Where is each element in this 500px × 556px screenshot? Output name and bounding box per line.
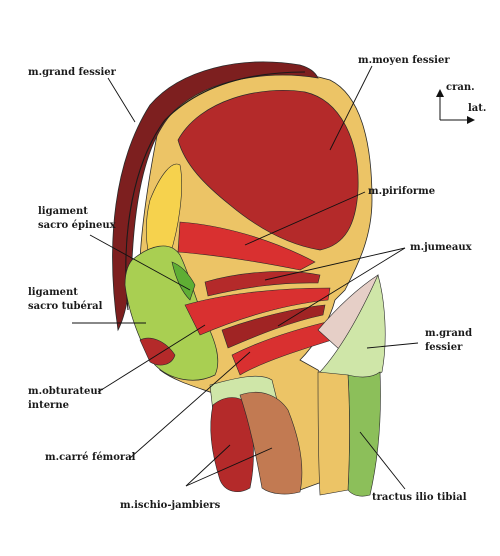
label-sacro-tuberal-line2: sacro tubéral	[28, 301, 103, 312]
iliotibial-tract	[347, 371, 381, 497]
label-obturateur-line1: m.obturateur	[28, 386, 104, 397]
piriformis-muscle	[177, 221, 316, 271]
leader-grand-fessier	[107, 77, 136, 123]
label-moyen-fessier: m.moyen fessier	[358, 55, 450, 66]
hamstring-muscle-lateral	[239, 391, 303, 495]
gemellus-inferior-muscle	[221, 304, 326, 349]
label-sacro-tuberal-line1: ligament	[28, 287, 78, 298]
leader-grand-fessier-right	[366, 342, 419, 349]
leader-carre-femoral	[129, 351, 251, 459]
leader-tractus	[359, 431, 406, 490]
label-grand-fessier-right-line1: m.grand	[425, 328, 472, 339]
gluteus-medius-muscle	[177, 89, 359, 251]
label-jumeaux: m.jumeaux	[410, 242, 473, 253]
sacrospinous-ligament	[171, 261, 196, 301]
gluteus-maximus-fiber-line	[125, 71, 306, 311]
label-grand-fessier: m.grand fessier	[28, 67, 117, 78]
gemellus-superior-muscle	[204, 271, 321, 297]
label-sacro-epineux-line2: sacro épineux	[38, 220, 117, 231]
leader-sacro-epineux	[89, 234, 191, 291]
label-grand-fessier-right-line2: fessier	[425, 342, 463, 353]
leader-jumeaux-1	[264, 247, 406, 281]
leader-obturateur	[97, 324, 206, 393]
label-piriforme: m.piriforme	[368, 186, 435, 197]
label-tractus: tractus ilio tibial	[372, 492, 467, 503]
label-ischio-jambiers: m.ischio-jambiers	[120, 500, 221, 511]
obturator-internus-muscle	[184, 287, 331, 336]
label-cran: cran.	[446, 82, 475, 93]
leader-moyen-fessier	[329, 65, 373, 151]
label-sacro-epineux-line1: ligament	[38, 206, 88, 217]
label-carre-femoral: m.carré fémoral	[45, 452, 136, 463]
leader-ischio-2	[185, 447, 273, 487]
label-obturateur-line2: interne	[28, 400, 69, 411]
label-lat: lat.	[468, 103, 486, 114]
cranial-arrowhead	[436, 89, 444, 97]
leader-piriforme	[244, 191, 366, 246]
sacrum	[145, 163, 182, 261]
gluteus-maximus-muscle	[112, 61, 319, 332]
leader-ischio-1	[185, 444, 231, 487]
femur	[317, 371, 350, 496]
lateral-arrowhead	[467, 116, 475, 124]
coccygeal-muscle	[139, 337, 176, 366]
leader-jumeaux-2	[277, 247, 406, 327]
